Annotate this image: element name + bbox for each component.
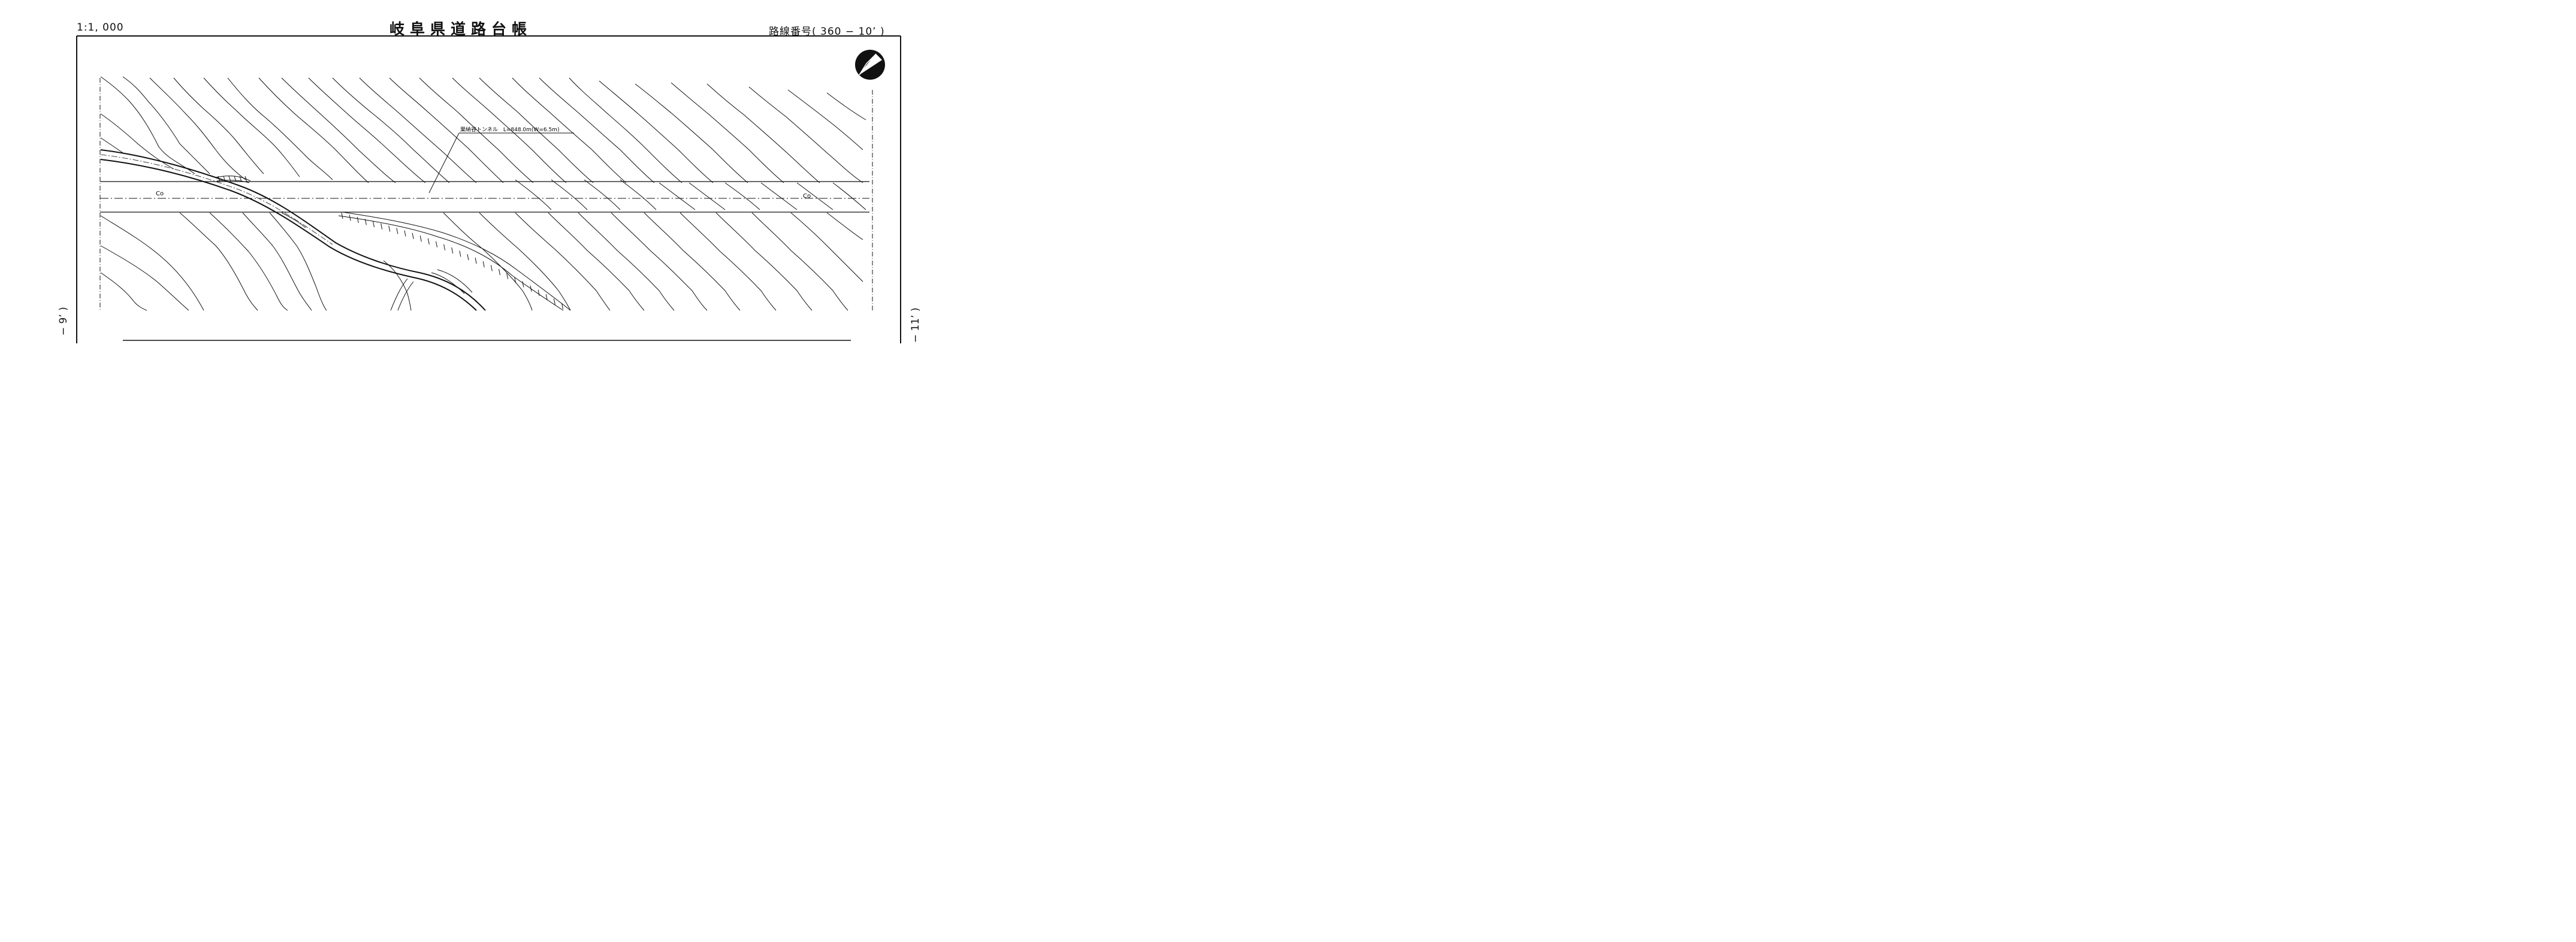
slope-tick (451, 247, 454, 254)
north-arrow-icon (855, 50, 885, 80)
slope-tick (228, 176, 231, 182)
slope-tick (459, 250, 461, 257)
slope-tick (223, 176, 226, 182)
slope-tick (482, 261, 485, 268)
slope-tick (443, 244, 446, 250)
tunnel-label: 巣納谷トンネル L=848.0m(W=6.5m) (460, 126, 559, 133)
slope-tick (467, 254, 469, 261)
slope-ticks (218, 176, 563, 309)
slope-tick (475, 257, 477, 264)
slope-tick (357, 216, 359, 224)
tunnel-band (100, 181, 869, 213)
slope-tick (239, 176, 242, 182)
route-number: 路線番号( 360 − 10’ ) (769, 26, 885, 38)
contour-lines (100, 76, 866, 311)
slope-tick (373, 221, 375, 228)
sheet-frame (76, 35, 901, 343)
slope-tick (537, 289, 540, 296)
centerline-code-right: Co (803, 193, 811, 200)
slope-tick (419, 236, 422, 242)
slope-tick (545, 294, 548, 301)
slope-tick (404, 230, 406, 237)
slope-tick (396, 228, 398, 234)
slope-tick (244, 176, 247, 182)
slope-tick (349, 215, 351, 221)
map-title: 岐阜県道路台帳 (389, 20, 533, 38)
slope-tick (506, 273, 509, 279)
slope-tick (412, 233, 414, 239)
slope-tick (364, 219, 367, 225)
existing-road (100, 149, 486, 311)
slope-tick (490, 265, 493, 271)
slope-tick (388, 225, 391, 232)
slope-tick (522, 281, 524, 288)
slope-tick (530, 285, 532, 292)
slope-tick (553, 298, 555, 305)
slope-tick (218, 176, 221, 182)
slope-tick (234, 176, 237, 182)
slope-tick (380, 223, 383, 230)
tunnel-leader (428, 132, 574, 194)
slope-tick (514, 277, 517, 283)
slope-tick (561, 303, 563, 309)
slope-tick (341, 212, 343, 219)
slope-tick (436, 241, 437, 247)
slope-tick (499, 268, 500, 276)
road-map-sheet: 巣納谷トンネル L=848.0m(W=6.5m) Co Co (76, 35, 901, 343)
centerline-code-left: Co (156, 191, 164, 197)
slope-hatching (215, 176, 571, 311)
slope-tick (427, 238, 430, 244)
map-scale: 1:1, 000 (77, 22, 124, 34)
